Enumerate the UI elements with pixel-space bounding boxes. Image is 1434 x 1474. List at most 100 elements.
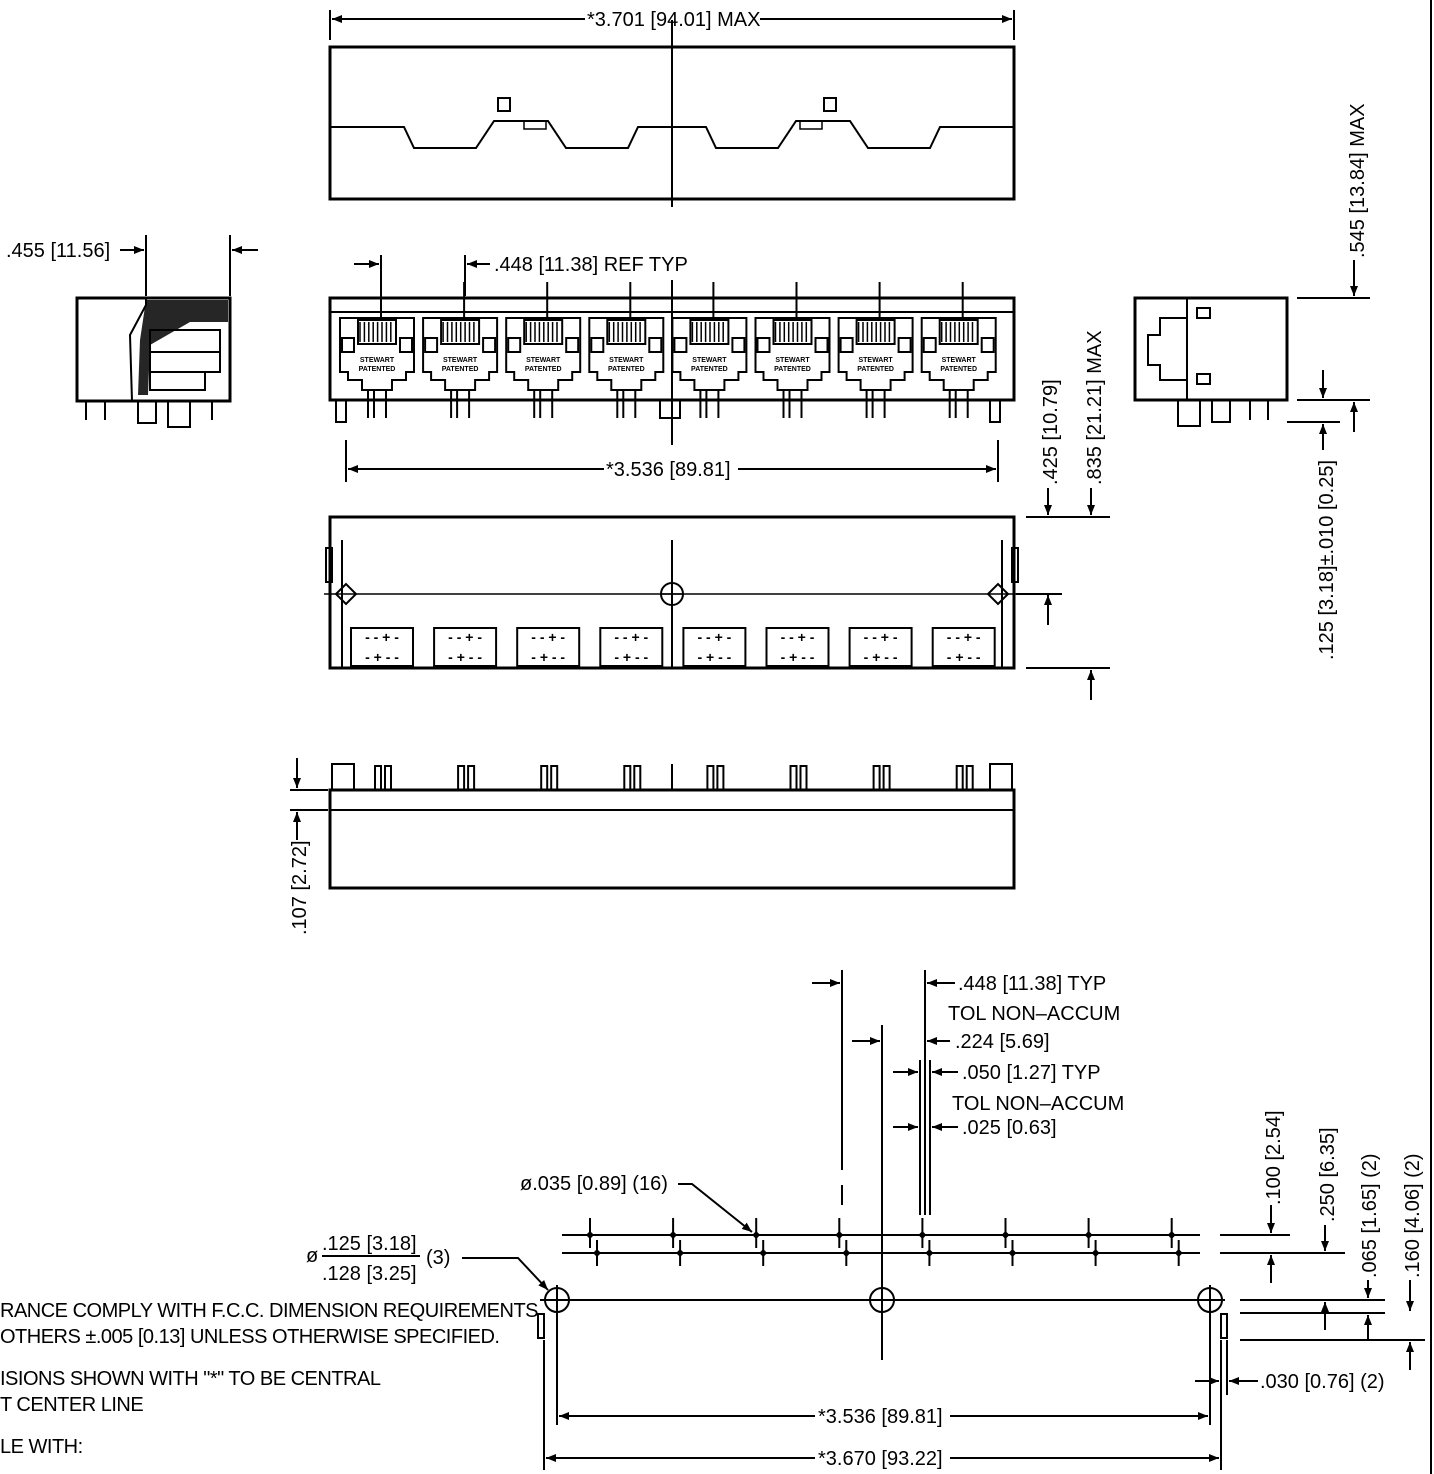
pin-block-outline: [599, 627, 664, 667]
lead-pin: [384, 765, 392, 791]
lead-pin: [550, 765, 559, 791]
port-opening: [339, 317, 415, 391]
pcb-hole: [925, 1249, 934, 1257]
port-contacts: [359, 322, 392, 342]
pin-row-bottom: - + - -: [448, 649, 482, 665]
led-right: [565, 337, 580, 353]
stewart-label: STEWART: [360, 357, 395, 364]
port-opening: [754, 317, 831, 391]
patented-label: PATENTED: [359, 366, 396, 373]
note-line-3: ISIONS SHOWN WITH "*" TO BE CENTRAL: [0, 1368, 381, 1390]
patented-label: PATENTED: [608, 366, 645, 373]
dim-peg-prefix: ø: [306, 1245, 318, 1267]
dim-slot-a: .065 [1.65] (2): [1359, 1153, 1381, 1278]
dim-peg-top: .125 [3.18]: [322, 1233, 417, 1255]
rj45-port: STEWART PATENTED: [588, 282, 665, 418]
patented-label: PATENTED: [691, 366, 728, 373]
led-left: [341, 337, 355, 353]
pcb-layout: [537, 1025, 1425, 1470]
pin-row-bottom: - + - -: [781, 649, 815, 665]
pin-block: - - + -- + - -: [931, 627, 996, 667]
pcb-hole: [918, 1231, 927, 1239]
pcb-hole: [759, 1249, 768, 1257]
led-right: [648, 337, 663, 353]
contact-window: [772, 319, 813, 345]
pin-block: - - + -- + - -: [599, 627, 664, 667]
pcb-hole: [676, 1249, 685, 1257]
dim-pcb-pitch: .448 [11.38] TYP: [958, 973, 1106, 995]
pcb-hole: [1167, 1231, 1176, 1239]
lead-pin: [467, 765, 476, 791]
lead-pin: [706, 765, 715, 791]
pcb-hole: [1008, 1249, 1017, 1257]
stewart-label: STEWART: [609, 357, 644, 364]
note-line-1: RANCE COMPLY WITH F.C.C. DIMENSION REQUI…: [0, 1300, 539, 1322]
stewart-label: STEWART: [526, 357, 561, 364]
led-right: [980, 337, 995, 353]
led-left: [839, 337, 854, 353]
pin-row-top: - - + -: [864, 629, 898, 645]
rj45-port: STEWART PATENTED: [671, 282, 748, 418]
lead-pin: [965, 765, 974, 791]
pin-row-top: - - + -: [781, 629, 815, 645]
stewart-label: STEWART: [692, 357, 727, 364]
dim-peg-count: (3): [426, 1247, 450, 1269]
port-opening: [505, 317, 582, 391]
pin-block: - - + -- + - -: [848, 627, 913, 667]
note-line-5: LE WITH:: [0, 1436, 83, 1458]
pin-row-bottom: - + - -: [365, 649, 399, 665]
dim-slot-b: .160 [4.06] (2): [1402, 1153, 1424, 1278]
dim-peg-span: *3.536 [89.81]: [818, 1406, 943, 1428]
note-line-4: T CENTER LINE: [0, 1394, 144, 1416]
dim-hole-dia: ø.035 [0.89] (16): [520, 1173, 668, 1195]
peg-right: [989, 399, 1001, 423]
patented-label: PATENTED: [525, 366, 562, 373]
contact-window: [689, 319, 730, 345]
dim-height-max: .545 [13.84] MAX: [1347, 103, 1369, 258]
pin-block-outline: [765, 627, 830, 667]
led-right: [731, 337, 746, 353]
led-left: [673, 337, 688, 353]
contact-window: [938, 319, 979, 345]
contact-window: [357, 319, 397, 345]
port-opening: [422, 317, 499, 391]
led-right: [897, 337, 912, 353]
front-view: STEWART PATENTED STEWART PATENTED STEWART PAT…: [328, 280, 1016, 445]
back-view: [328, 763, 1016, 890]
lead-pin: [540, 765, 549, 791]
pin-row-top: - - + -: [614, 629, 648, 645]
patented-label: PATENTED: [857, 366, 894, 373]
left-side-view: [75, 296, 232, 428]
pcb-hole: [1084, 1231, 1093, 1239]
port-contacts: [774, 322, 808, 342]
pin-row-top: - - + -: [697, 629, 731, 645]
port-contacts: [608, 322, 641, 342]
port-opening: [837, 317, 914, 391]
dim-standoff: .125 [3.18]±.010 [0.25]: [1316, 460, 1338, 660]
pin-block-outline: [931, 627, 996, 667]
pcb-hole: [752, 1231, 761, 1239]
pin-block-outline: [848, 627, 913, 667]
port-contacts: [940, 322, 974, 342]
dim-side-depth: .455 [11.56]: [6, 240, 110, 262]
lead-pin: [623, 765, 632, 791]
lead-pin: [789, 765, 798, 791]
dim-pitch-ref: .448 [11.38] REF TYP: [494, 254, 688, 276]
stewart-label: STEWART: [942, 357, 977, 364]
led-right: [399, 337, 413, 353]
led-right: [482, 337, 497, 353]
pin-row-bottom: - + - -: [947, 649, 981, 665]
dim-pcb-tol2: TOL NON–ACCUM: [952, 1093, 1124, 1115]
led-left: [507, 337, 522, 353]
dim-front-width: *3.536 [89.81]: [606, 459, 731, 481]
rj45-port: STEWART PATENTED: [505, 282, 582, 418]
pin-block-outline: [516, 627, 581, 667]
port-contacts: [857, 322, 891, 342]
patented-label: PATENTED: [774, 366, 811, 373]
lead-pin: [955, 765, 964, 791]
